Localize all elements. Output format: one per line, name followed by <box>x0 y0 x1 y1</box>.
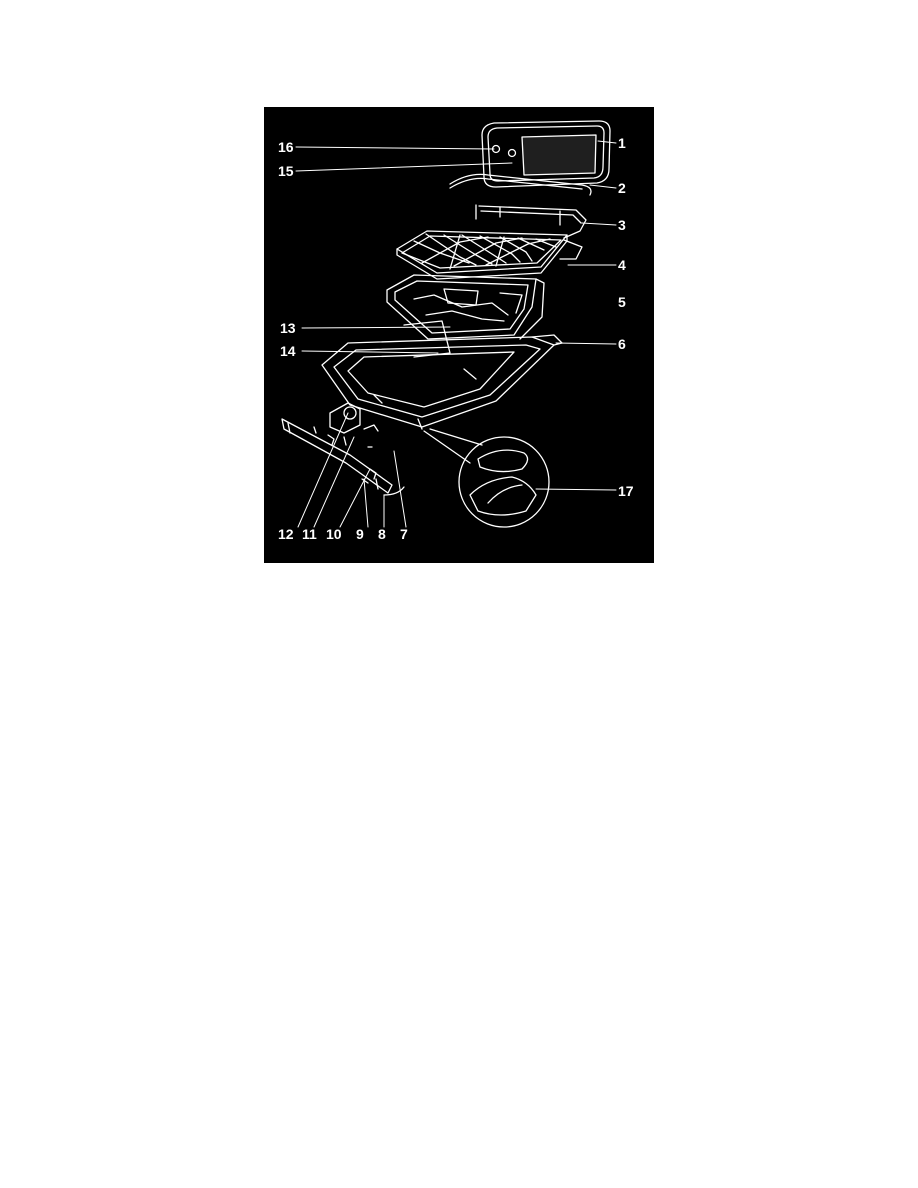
glass-panel <box>481 120 611 188</box>
callout-12: 12 <box>278 526 294 542</box>
callout-7: 7 <box>400 526 408 542</box>
callout-14: 14 <box>280 343 296 359</box>
callout-3: 3 <box>618 217 626 233</box>
seal-strip <box>449 173 592 196</box>
leader-lines <box>295 140 617 528</box>
callout-17: 17 <box>618 483 634 499</box>
sliding-panel <box>396 230 583 280</box>
callout-8: 8 <box>378 526 386 542</box>
callout-6: 6 <box>618 336 626 352</box>
drive-components <box>281 402 405 496</box>
callout-1: 1 <box>618 135 626 151</box>
callout-9: 9 <box>356 526 364 542</box>
detail-magnifier <box>423 428 550 528</box>
inner-panel <box>386 274 545 340</box>
diagram-canvas: 1 2 3 4 5 6 7 8 9 10 11 12 13 14 15 16 1… <box>278 120 634 542</box>
sunroof-frame <box>321 320 563 430</box>
callout-5: 5 <box>618 294 626 310</box>
callout-11: 11 <box>302 526 317 542</box>
exploded-diagram: 1 2 3 4 5 6 7 8 9 10 11 12 13 14 15 16 1… <box>264 107 654 563</box>
callout-2: 2 <box>618 180 626 196</box>
callout-16: 16 <box>278 139 294 155</box>
callout-10: 10 <box>326 526 342 542</box>
callout-4: 4 <box>618 257 626 273</box>
callout-15: 15 <box>278 163 294 179</box>
callout-13: 13 <box>280 320 296 336</box>
wind-deflector <box>475 204 587 239</box>
